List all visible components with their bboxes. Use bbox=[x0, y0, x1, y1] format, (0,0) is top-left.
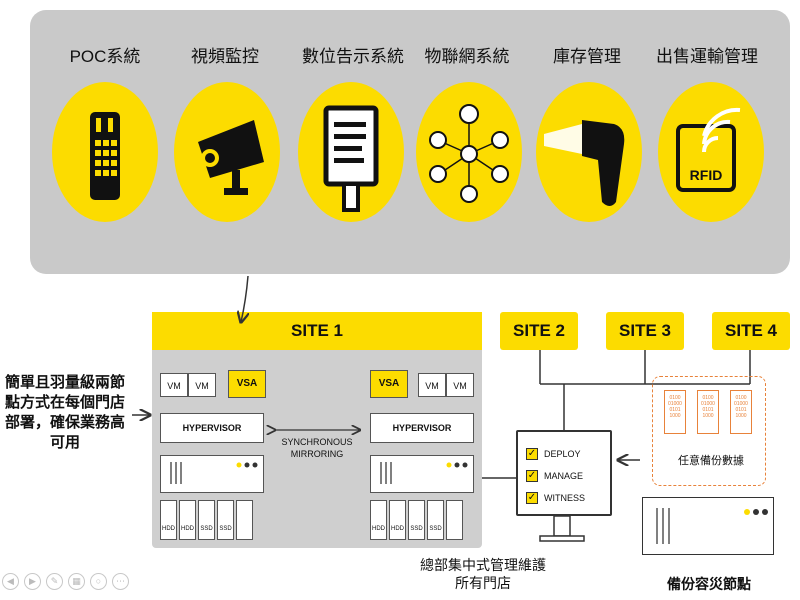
barcode-scanner-icon bbox=[544, 120, 625, 206]
site3-header: SITE 3 bbox=[606, 312, 684, 350]
vm-box: VM bbox=[446, 373, 474, 397]
central-management-caption: 總部集中式管理維護所有門店 bbox=[420, 557, 546, 591]
disk-ssd: SSD bbox=[427, 500, 444, 540]
disk-ssd: SSD bbox=[217, 500, 234, 540]
backup-data-label: 任意備份數據 bbox=[678, 455, 744, 467]
disk-slot bbox=[446, 500, 463, 540]
digital-signage-icon bbox=[323, 105, 379, 212]
checkbox-checked-icon: ✓ bbox=[526, 470, 538, 482]
checklist-item: ✓ MANAGE bbox=[526, 468, 583, 484]
checkbox-checked-icon: ✓ bbox=[526, 492, 538, 504]
app-label-inventory: 庫存管理 bbox=[553, 47, 621, 66]
disk-slot bbox=[236, 500, 253, 540]
app-to-site1-arrow bbox=[241, 275, 248, 322]
checklist-item: ✓ WITNESS bbox=[526, 490, 585, 506]
site1-header: SITE 1 bbox=[152, 312, 482, 350]
app-label-iot: 物聯網系統 bbox=[424, 47, 510, 66]
slides-grid-button[interactable]: ▦ bbox=[68, 573, 85, 590]
disk-hdd: HDD bbox=[389, 500, 406, 540]
zoom-button[interactable]: ○ bbox=[90, 573, 107, 590]
backup-file-icon: 0100 01000 0101 1000 bbox=[730, 390, 752, 434]
checklist-item: ✓ DEPLOY bbox=[526, 446, 581, 462]
backup-data-group bbox=[652, 376, 766, 486]
backup-file-icon: 0100 01000 0101 1000 bbox=[697, 390, 719, 434]
iot-network-icon bbox=[429, 104, 509, 203]
next-slide-button[interactable]: ▶ bbox=[24, 573, 41, 590]
hypervisor-box: HYPERVISOR bbox=[370, 413, 474, 443]
disk-hdd: HDD bbox=[160, 500, 177, 540]
disk-hdd: HDD bbox=[370, 500, 387, 540]
backup-file-icon: 0100 01000 0101 1000 bbox=[664, 390, 686, 434]
witness-label: WITNESS bbox=[544, 493, 586, 503]
disk-hdd: HDD bbox=[179, 500, 196, 540]
site4-header: SITE 4 bbox=[712, 312, 790, 350]
vm-box: VM bbox=[160, 373, 188, 397]
dr-server bbox=[642, 497, 774, 555]
disk-ssd: SSD bbox=[408, 500, 425, 540]
security-camera-icon bbox=[198, 120, 264, 195]
server-front-icon bbox=[380, 462, 468, 484]
server-box bbox=[370, 455, 474, 493]
app-circle-signage bbox=[298, 82, 404, 222]
app-label-poc: POC系統 bbox=[69, 47, 141, 66]
app-label-signage: 數位告示系統 bbox=[302, 47, 404, 66]
disk-ssd: SSD bbox=[198, 500, 215, 540]
app-circle-inventory bbox=[536, 82, 642, 222]
prev-slide-button[interactable]: ◀ bbox=[2, 573, 19, 590]
deploy-label: DEPLOY bbox=[544, 449, 581, 459]
server-front-icon bbox=[170, 462, 258, 484]
deployment-note: 簡單且羽量級兩節點方式在每個門店部署，確保業務高可用 bbox=[4, 374, 125, 451]
vsa-box: VSA bbox=[228, 370, 266, 398]
app-circle-poc bbox=[52, 82, 158, 222]
vm-box: VM bbox=[188, 373, 216, 397]
more-options-button[interactable]: ⋯ bbox=[112, 573, 129, 590]
manage-label: MANAGE bbox=[544, 471, 584, 481]
app-circle-video bbox=[174, 82, 280, 222]
pen-tool-button[interactable]: ✎ bbox=[46, 573, 63, 590]
site2-header: SITE 2 bbox=[500, 312, 578, 350]
sync-mirroring-label: SYNCHRONOUS MIRRORING bbox=[281, 437, 353, 459]
pos-terminal-icon bbox=[90, 112, 120, 200]
vsa-box: VSA bbox=[370, 370, 408, 398]
app-circle-iot bbox=[416, 82, 522, 222]
hypervisor-box: HYPERVISOR bbox=[160, 413, 264, 443]
checkbox-checked-icon: ✓ bbox=[526, 448, 538, 460]
app-label-video: 視頻監控 bbox=[191, 47, 259, 66]
server-front-icon bbox=[656, 508, 768, 544]
management-monitor: ✓ DEPLOY ✓ MANAGE ✓ WITNESS bbox=[516, 430, 612, 516]
rfid-text: RFID bbox=[690, 167, 723, 183]
rfid-tag-icon: RFID bbox=[676, 107, 741, 192]
vm-box: VM bbox=[418, 373, 446, 397]
app-label-transport: 出售運輸管理 bbox=[656, 47, 758, 66]
dr-node-label: 備份容災節點 bbox=[667, 576, 751, 592]
server-box bbox=[160, 455, 264, 493]
app-circle-transport: RFID bbox=[658, 82, 764, 222]
